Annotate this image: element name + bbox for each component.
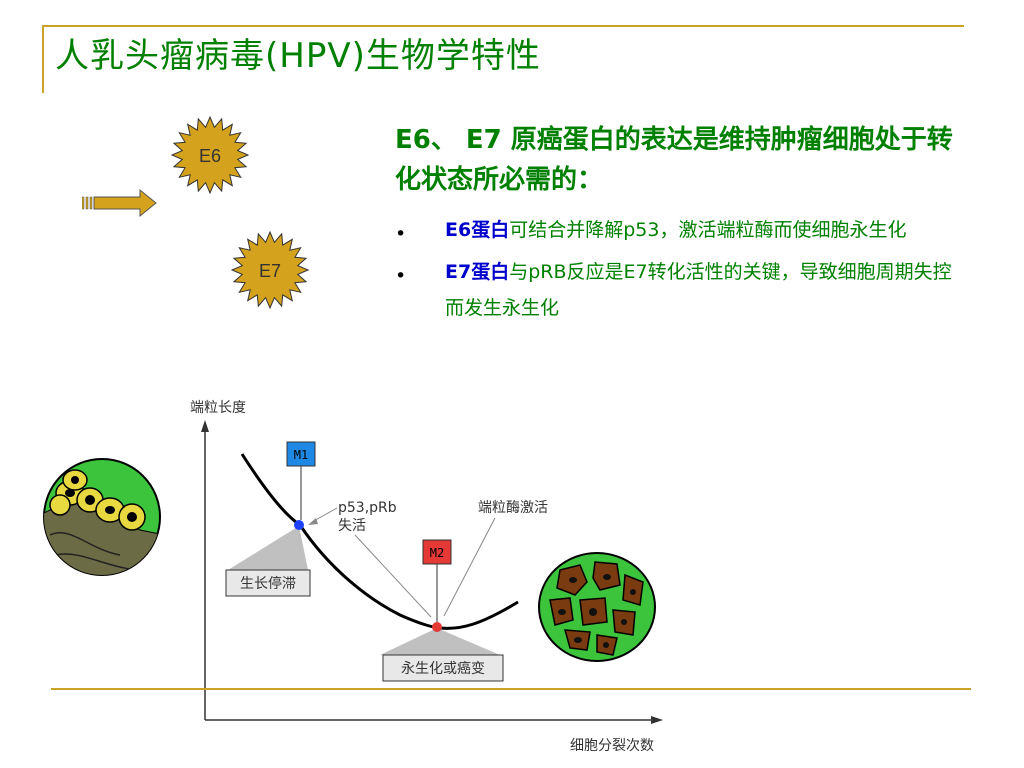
title-frame-left — [42, 25, 44, 93]
bullet-2-text: 与pRB反应是E7转化活性的关键，导致细胞周期失控而发生永生化 — [445, 261, 952, 319]
p53-note: p53,pRb — [338, 500, 397, 516]
e7-sunburst-icon: E7 — [230, 230, 310, 310]
m1-label: M1 — [294, 448, 308, 462]
bullet-1: • E6蛋白可结合并降解p53，激活端粒酶而使细胞永生化 — [395, 212, 955, 248]
normal-cells-image — [43, 458, 161, 576]
bullet-marker: • — [395, 223, 407, 245]
page-title: 人乳头瘤病毒(HPV)生物学特性 — [55, 36, 541, 76]
telomere-diagram: 端粒长度 细胞分裂次数 M1 M2 p53,pRb 失活 端粒酶激活 生长停滞 … — [190, 400, 663, 754]
p53-note-2: 失活 — [338, 518, 366, 534]
x-axis-label: 细胞分裂次数 — [570, 738, 654, 754]
growth-arrest-box — [225, 569, 311, 597]
bottom-divider — [51, 688, 971, 690]
y-axis-label: 端粒长度 — [190, 400, 246, 416]
right-arrow-icon — [82, 188, 157, 218]
bullet-marker: • — [395, 265, 407, 287]
text-block: E6、 E7 原癌蛋白的表达是维持肿瘤细胞处于转化状态所必需的： • E6蛋白可… — [395, 120, 955, 326]
immortal-label: 永生化或癌变 — [401, 661, 485, 677]
e6-sunburst-icon: E6 — [170, 115, 250, 195]
e7-label: E7 — [259, 261, 281, 281]
bullet-1-prefix: E6蛋白 — [445, 219, 510, 241]
telomerase-note: 端粒酶激活 — [478, 499, 548, 516]
m2-point — [432, 622, 442, 632]
telomere-curve — [240, 453, 519, 630]
e6-label: E6 — [199, 146, 221, 166]
bullet-2: • E7蛋白与pRB反应是E7转化活性的关键，导致细胞周期失控而发生永生化 — [395, 254, 955, 326]
m1-point — [294, 520, 304, 530]
cancer-cells-image — [538, 552, 656, 662]
bullet-1-text: 可结合并降解p53，激活端粒酶而使细胞永生化 — [509, 219, 907, 241]
title-frame-top — [42, 25, 964, 27]
immortal-box — [382, 654, 504, 682]
bullet-2-prefix: E7蛋白 — [445, 261, 510, 283]
m2-label: M2 — [430, 546, 444, 560]
growth-arrest-label: 生长停滞 — [240, 575, 296, 592]
heading-text: E6、 E7 原癌蛋白的表达是维持肿瘤细胞处于转化状态所必需的： — [395, 125, 953, 195]
